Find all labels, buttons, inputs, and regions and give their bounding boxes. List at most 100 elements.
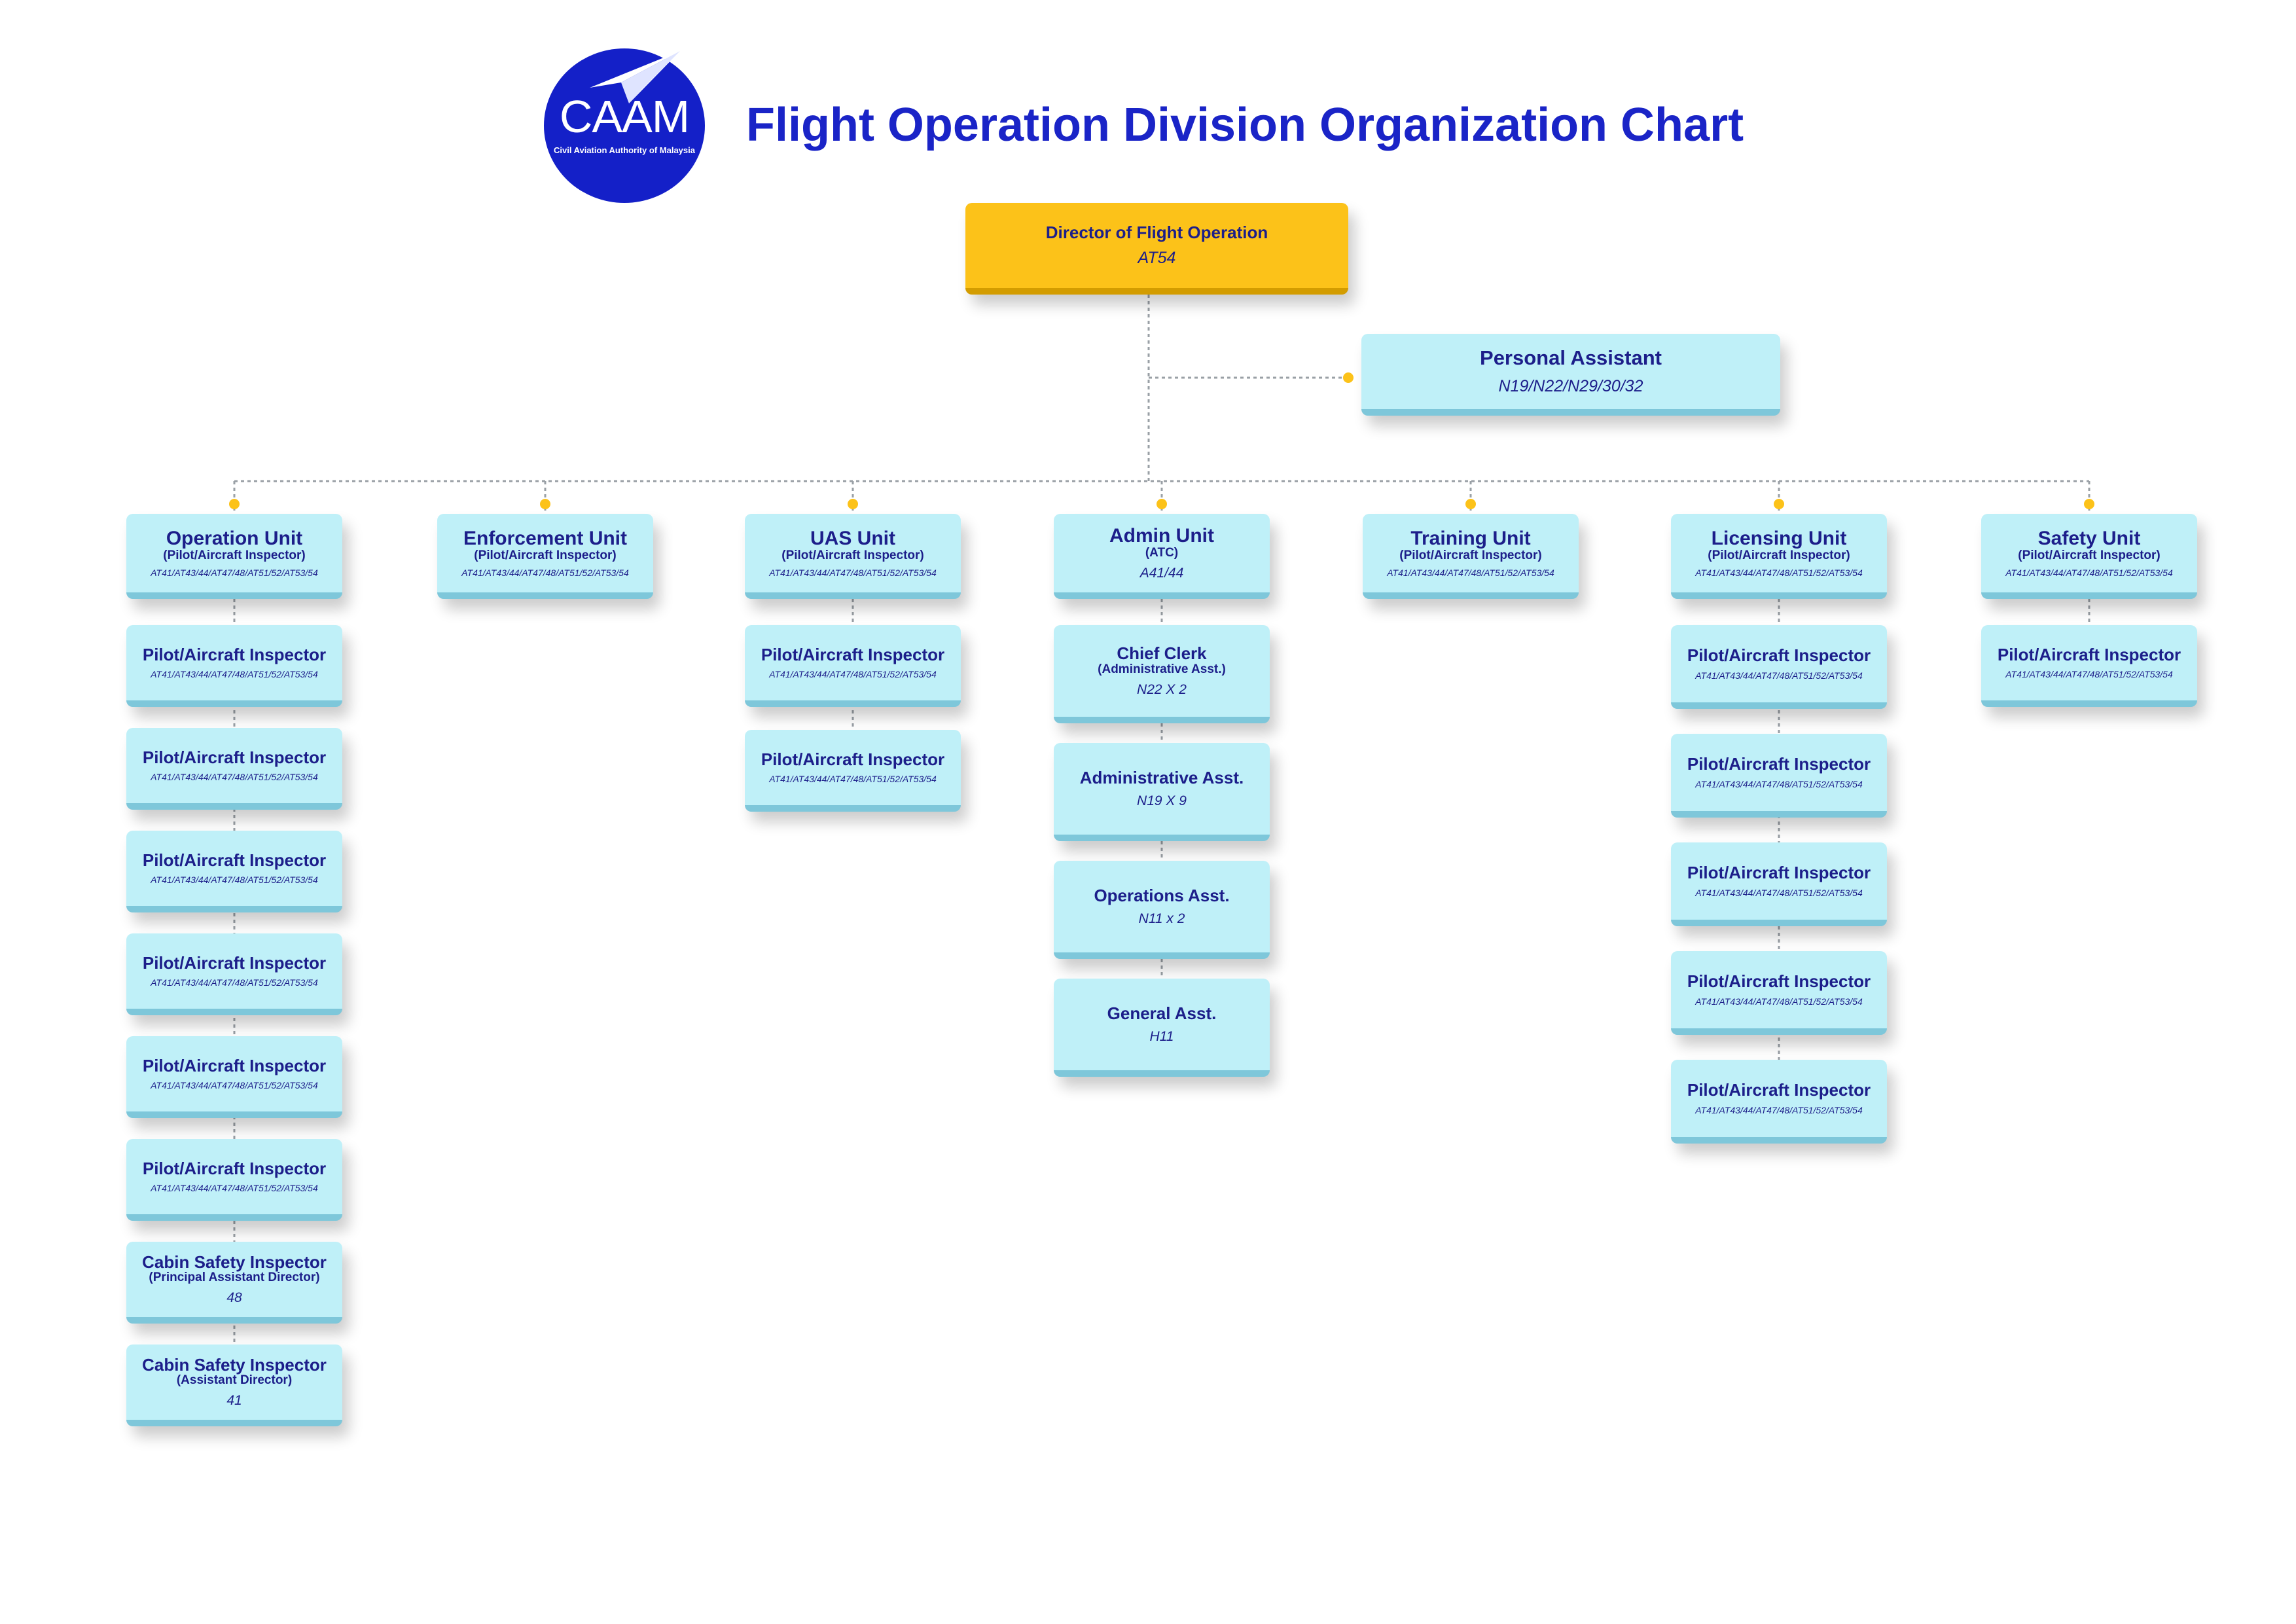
unit-5-child-box-3-title: Pilot/Aircraft Inspector bbox=[1687, 971, 1871, 992]
director-code: AT54 bbox=[1138, 249, 1176, 268]
unit-5-child-box-1-title: Pilot/Aircraft Inspector bbox=[1687, 754, 1871, 774]
unit-2-child-box-0-title: Pilot/Aircraft Inspector bbox=[761, 644, 945, 664]
unit-connector-dot-3 bbox=[1157, 499, 1167, 509]
personal-assistant-code: N19/N22/N29/30/32 bbox=[1498, 376, 1643, 395]
unit-0-child-box-1-title: Pilot/Aircraft Inspector bbox=[142, 747, 327, 767]
unit-box-5-subtitle: (Pilot/Aircraft Inspector) bbox=[1708, 549, 1850, 563]
unit-3-child-box-0-title: Chief Clerk bbox=[1117, 643, 1207, 664]
unit-box-6: Safety Unit(Pilot/Aircraft Inspector) AT4… bbox=[1981, 514, 2197, 599]
unit-0-child-box-6-code: 48 bbox=[226, 1290, 242, 1306]
unit-3-child-box-3: General Asst. H11 bbox=[1054, 979, 1270, 1077]
caam-logo: CAAM Civil Aviation Authority of Malaysi… bbox=[544, 48, 705, 203]
unit-box-5-title: Licensing Unit bbox=[1711, 528, 1847, 550]
unit-box-4-subtitle: (Pilot/Aircraft Inspector) bbox=[1399, 549, 1542, 563]
unit-0-child-box-5-title: Pilot/Aircraft Inspector bbox=[142, 1158, 327, 1178]
director-box: Director of Flight Operation AT54 bbox=[965, 203, 1348, 295]
unit-6-child-box-0-title: Pilot/Aircraft Inspector bbox=[1997, 644, 2181, 664]
unit-box-1-title: Enforcement Unit bbox=[463, 528, 628, 550]
unit-5-child-box-1-code: AT41/AT43/44/AT47/48/AT51/52/AT53/54 bbox=[1695, 778, 1863, 789]
unit-0-child-box-7: Cabin Safety Inspector(Assistant Directo… bbox=[126, 1344, 342, 1426]
unit-0-child-box-1-code: AT41/AT43/44/AT47/48/AT51/52/AT53/54 bbox=[151, 772, 318, 783]
unit-3-child-box-1: Administrative Asst. N19 X 9 bbox=[1054, 743, 1270, 841]
paper-plane-icon bbox=[590, 51, 680, 103]
unit-3-child-box-2-title: Operations Asst. bbox=[1094, 886, 1230, 906]
unit-0-child-box-3-code: AT41/AT43/44/AT47/48/AT51/52/AT53/54 bbox=[151, 977, 318, 988]
unit-0-child-box-6: Cabin Safety Inspector(Principal Assista… bbox=[126, 1242, 342, 1324]
logo-subtext: Civil Aviation Authority of Malaysia bbox=[554, 145, 695, 155]
unit-box-2-title: UAS Unit bbox=[810, 528, 895, 550]
unit-connector-dot-2 bbox=[848, 499, 858, 509]
unit-connector-dot-5 bbox=[1774, 499, 1784, 509]
unit-box-2-subtitle: (Pilot/Aircraft Inspector) bbox=[781, 549, 924, 563]
unit-box-0-code: AT41/AT43/44/AT47/48/AT51/52/AT53/54 bbox=[151, 568, 318, 579]
unit-box-3: Admin Unit(ATC) A41/44 bbox=[1054, 514, 1270, 599]
unit-box-1-subtitle: (Pilot/Aircraft Inspector) bbox=[474, 549, 617, 563]
unit-0-child-box-7-subtitle: (Assistant Director) bbox=[176, 1373, 293, 1388]
unit-box-5-code: AT41/AT43/44/AT47/48/AT51/52/AT53/54 bbox=[1695, 568, 1863, 579]
personal-assistant-title: Personal Assistant bbox=[1480, 346, 1662, 370]
unit-0-child-box-6-subtitle: (Principal Assistant Director) bbox=[149, 1271, 320, 1285]
unit-box-4: Training Unit(Pilot/Aircraft Inspector) A… bbox=[1363, 514, 1579, 599]
unit-2-child-box-1-code: AT41/AT43/44/AT47/48/AT51/52/AT53/54 bbox=[769, 774, 937, 785]
unit-box-1: Enforcement Unit(Pilot/Aircraft Inspecto… bbox=[437, 514, 653, 599]
unit-box-4-code: AT41/AT43/44/AT47/48/AT51/52/AT53/54 bbox=[1387, 568, 1554, 579]
unit-3-child-box-3-title: General Asst. bbox=[1107, 1003, 1217, 1024]
unit-2-child-box-0-code: AT41/AT43/44/AT47/48/AT51/52/AT53/54 bbox=[769, 669, 937, 680]
unit-box-6-code: AT41/AT43/44/AT47/48/AT51/52/AT53/54 bbox=[2005, 568, 2173, 579]
unit-box-0-subtitle: (Pilot/Aircraft Inspector) bbox=[163, 549, 306, 563]
logo-text: CAAM bbox=[559, 91, 690, 142]
unit-box-3-title: Admin Unit bbox=[1109, 524, 1214, 547]
unit-5-child-box-0-code: AT41/AT43/44/AT47/48/AT51/52/AT53/54 bbox=[1695, 670, 1863, 681]
unit-0-child-box-3-title: Pilot/Aircraft Inspector bbox=[142, 952, 327, 973]
unit-5-child-box-0-title: Pilot/Aircraft Inspector bbox=[1687, 645, 1871, 666]
unit-box-2-code: AT41/AT43/44/AT47/48/AT51/52/AT53/54 bbox=[769, 568, 937, 579]
unit-0-child-box-7-title: Cabin Safety Inspector bbox=[142, 1354, 327, 1375]
unit-box-6-subtitle: (Pilot/Aircraft Inspector) bbox=[2018, 549, 2161, 563]
unit-0-child-box-7-code: 41 bbox=[226, 1393, 242, 1409]
unit-3-child-box-0-code: N22 X 2 bbox=[1137, 681, 1187, 697]
unit-0-child-box-4-title: Pilot/Aircraft Inspector bbox=[142, 1055, 327, 1075]
unit-0-child-box-0-title: Pilot/Aircraft Inspector bbox=[142, 644, 327, 664]
unit-box-0: Operation Unit(Pilot/Aircraft Inspector)… bbox=[126, 514, 342, 599]
unit-5-child-box-4-code: AT41/AT43/44/AT47/48/AT51/52/AT53/54 bbox=[1695, 1104, 1863, 1115]
unit-3-child-box-1-code: N19 X 9 bbox=[1137, 793, 1187, 808]
unit-3-child-box-3-code: H11 bbox=[1149, 1028, 1174, 1044]
assistant-connector-dot bbox=[1343, 372, 1354, 383]
unit-0-child-box-6-title: Cabin Safety Inspector bbox=[142, 1252, 327, 1272]
unit-5-child-box-2-title: Pilot/Aircraft Inspector bbox=[1687, 863, 1871, 883]
director-title: Director of Flight Operation bbox=[1045, 222, 1268, 242]
unit-6-child-box-0-code: AT41/AT43/44/AT47/48/AT51/52/AT53/54 bbox=[2005, 669, 2173, 680]
unit-5-child-box-2-code: AT41/AT43/44/AT47/48/AT51/52/AT53/54 bbox=[1695, 887, 1863, 898]
unit-0-child-box-5-code: AT41/AT43/44/AT47/48/AT51/52/AT53/54 bbox=[151, 1183, 318, 1194]
unit-connector-dot-4 bbox=[1465, 499, 1476, 509]
unit-connector-dot-0 bbox=[229, 499, 240, 509]
unit-connector-dot-6 bbox=[2084, 499, 2094, 509]
unit-box-2: UAS Unit(Pilot/Aircraft Inspector) AT41/A… bbox=[745, 514, 961, 599]
unit-box-3-subtitle: (ATC) bbox=[1145, 545, 1179, 560]
unit-box-5: Licensing Unit(Pilot/Aircraft Inspector)… bbox=[1671, 514, 1887, 599]
unit-3-child-box-0: Chief Clerk(Administrative Asst.) N22 X 2 bbox=[1054, 625, 1270, 723]
unit-5-child-box-3-code: AT41/AT43/44/AT47/48/AT51/52/AT53/54 bbox=[1695, 996, 1863, 1007]
page-title: Flight Operation Division Organization C… bbox=[746, 99, 1744, 151]
unit-box-4-title: Training Unit bbox=[1410, 528, 1531, 550]
unit-0-child-box-4-code: AT41/AT43/44/AT47/48/AT51/52/AT53/54 bbox=[151, 1080, 318, 1091]
personal-assistant-box: Personal Assistant N19/N22/N29/30/32 bbox=[1361, 334, 1780, 416]
unit-3-child-box-1-title: Administrative Asst. bbox=[1079, 768, 1244, 788]
unit-box-3-code: A41/44 bbox=[1139, 565, 1184, 581]
unit-3-child-box-0-subtitle: (Administrative Asst.) bbox=[1098, 662, 1226, 676]
unit-0-child-box-2-title: Pilot/Aircraft Inspector bbox=[142, 850, 327, 870]
unit-box-6-title: Safety Unit bbox=[2037, 528, 2141, 550]
